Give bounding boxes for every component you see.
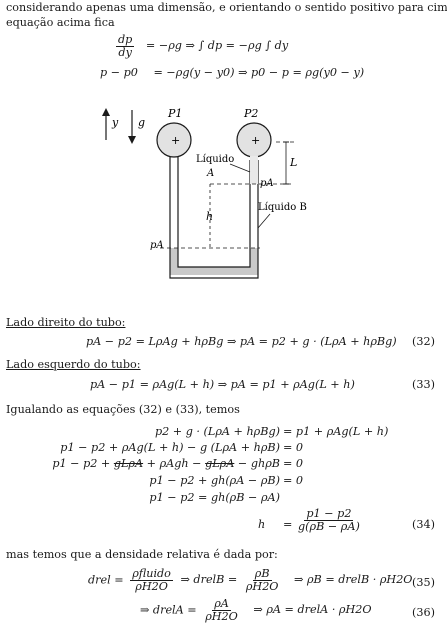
label-liquido-b: Líquido B [258, 202, 307, 213]
label-pa-right: pA [260, 178, 274, 189]
eq-top-line-2: p − p0 = −ρg(y − y0) ⇒ p0 − p = ρg(y0 − … [100, 66, 364, 79]
label-g: g [138, 116, 145, 129]
eq-row-4-rhs: = 0 [283, 474, 304, 487]
equation-35-number: (35) [412, 576, 435, 589]
bulb-1 [156, 122, 192, 158]
eq-row-3-rhs: = 0 [283, 457, 304, 470]
eq-top-line-1-rhs: = −ρg ⇒ ∫ dp = −ρg ∫ dy [145, 39, 289, 53]
tube-outer [169, 156, 259, 279]
equation-33: pA − p1 = ρAg(L + h) ⇒ pA = p1 + ρAg(L +… [90, 378, 355, 391]
equation-36-number: (36) [412, 606, 435, 619]
y-arrow-head [102, 108, 110, 116]
intro-line-1: considerando apenas uma dimensão, e orie… [6, 1, 447, 14]
eq-row-6-eq: = [283, 518, 293, 531]
label-p1: P1 [167, 107, 182, 120]
density-text: mas temos que a densidade relativa é dad… [6, 548, 278, 561]
equation-32: pA − p2 = LρAg + hρBg ⇒ pA = p2 + g · (L… [86, 335, 397, 348]
label-pa-left: pA [150, 240, 164, 251]
tube-inner [177, 156, 251, 268]
label-h: h [206, 210, 213, 223]
liquid-b-fill [170, 248, 258, 275]
eq-row-2-rhs: = 0 [283, 441, 304, 454]
u-tube-diagram: + + P1 P2 y g Líquido A pA L h pA Líquid… [102, 107, 307, 279]
eq-row-2-lhs: p1 − p2 + ρAg(L + h) − g (LρA + hρB) [60, 441, 280, 454]
eq-row-3-lhs: p1 − p2 + gLρA + ρAgh − gLρA − ghρB [52, 457, 280, 470]
intro-line-2: equação acima fica [6, 16, 115, 29]
cancelled-term-2: gLρA [205, 457, 235, 470]
label-p2: P2 [243, 107, 258, 120]
eq-top-line-2-lhs: p − p0 [100, 66, 138, 79]
equating-text: Igualando as equações (32) e (33), temos [6, 403, 240, 416]
label-l: L [289, 156, 297, 169]
label-a: A [206, 168, 214, 179]
bulb-1-plus: + [171, 134, 180, 147]
eq-row-6-frac: p1 − p2 g(ρB − ρA) [298, 507, 360, 533]
equation-32-number: (32) [412, 335, 435, 348]
eq-top-line-2-rhs: = −ρg(y − y0) ⇒ p0 − p = ρg(y0 − y) [153, 66, 365, 79]
label-liquido: Líquido [196, 154, 234, 165]
equation-34-number: (34) [412, 518, 435, 531]
eq-row-5-lhs: p1 − p2 = gh(ρB − ρA) [149, 491, 280, 504]
dp-dy-fraction: dp dy [116, 33, 135, 59]
liquid-a-fill [250, 156, 258, 184]
equation-33-number: (33) [412, 378, 435, 391]
bulb-2-plus: + [251, 134, 260, 147]
eq-row-6-lhs: h [258, 518, 266, 531]
g-arrow-head [128, 136, 136, 144]
label-y: y [111, 116, 119, 129]
heading-lado-direito: Lado direito do tubo: [6, 316, 126, 329]
eq-row-4-lhs: p1 − p2 + gh(ρA − ρB) [149, 474, 280, 487]
eq-top-line-1: dp dy = −ρg ⇒ ∫ dp = −ρg ∫ dy [116, 34, 288, 59]
heading-lado-esquerdo: Lado esquerdo do tubo: [6, 358, 141, 371]
cancelled-term-1: gLρA [113, 457, 144, 470]
eq-row-1-lhs: p2 + g · (LρA + hρBg) [154, 425, 280, 438]
eq-row-1-rhs: = p1 + ρAg(L + h) [283, 425, 389, 438]
